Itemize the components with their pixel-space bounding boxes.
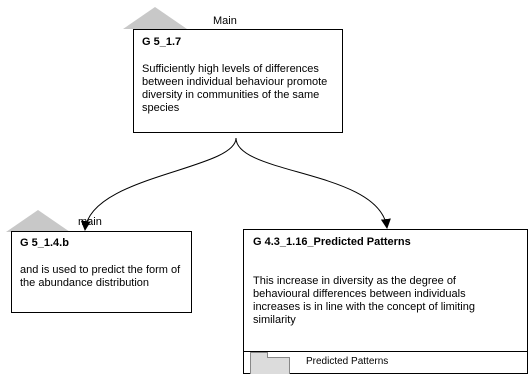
connector-top-to-right <box>235 137 391 229</box>
goal-text: and is used to predict the form of the a… <box>20 264 181 289</box>
goal-node-left[interactable]: G 5_1.4.b and is used to predict the for… <box>11 231 192 313</box>
connector-top-to-left <box>80 137 237 231</box>
context-label: main <box>78 216 102 228</box>
module-folder-icon <box>250 352 290 374</box>
module-label: Predicted Patterns <box>306 356 389 367</box>
goal-text: This increase in diversity as the degree… <box>253 275 475 326</box>
goal-id: G 5_1.4.b <box>20 237 69 249</box>
module-reference[interactable]: Predicted Patterns <box>244 351 527 374</box>
goal-node-right[interactable]: G 4.3_1.16_Predicted Patterns This incre… <box>243 229 528 374</box>
context-label: Main <box>213 15 237 27</box>
context-triangle-icon <box>123 7 187 29</box>
goal-id: G 4.3_1.16_Predicted Patterns <box>253 236 411 248</box>
goal-node-top[interactable]: G 5_1.7 Sufficiently high levels of diff… <box>133 29 343 133</box>
context-triangle-icon <box>6 210 70 232</box>
goal-text: Sufficiently high levels of differences … <box>142 63 328 114</box>
goal-id: G 5_1.7 <box>142 36 182 48</box>
